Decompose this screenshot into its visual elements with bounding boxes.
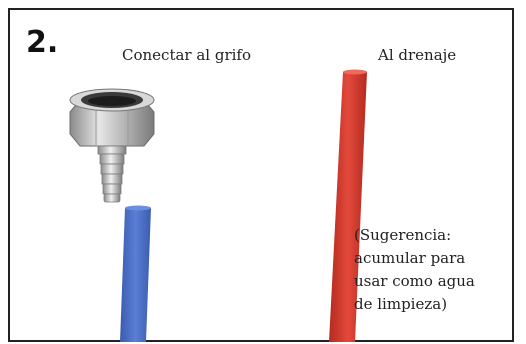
faucet-label: Conectar al grifo	[122, 46, 252, 64]
step-number: 2.	[26, 25, 59, 60]
tip-line: (Sugerencia:	[354, 226, 452, 244]
tip-line: usar como agua	[354, 272, 475, 290]
red-tube	[329, 69, 367, 342]
drain-label: Al drenaje	[378, 46, 457, 64]
tip-note: (Sugerencia: acumular para usar como agu…	[354, 224, 475, 316]
tip-line: acumular para	[354, 249, 466, 267]
tip-line: de limpieza)	[354, 295, 448, 313]
diagram-frame	[8, 8, 514, 342]
faucet-adapter-icon	[69, 88, 155, 203]
blue-tube	[120, 205, 151, 342]
